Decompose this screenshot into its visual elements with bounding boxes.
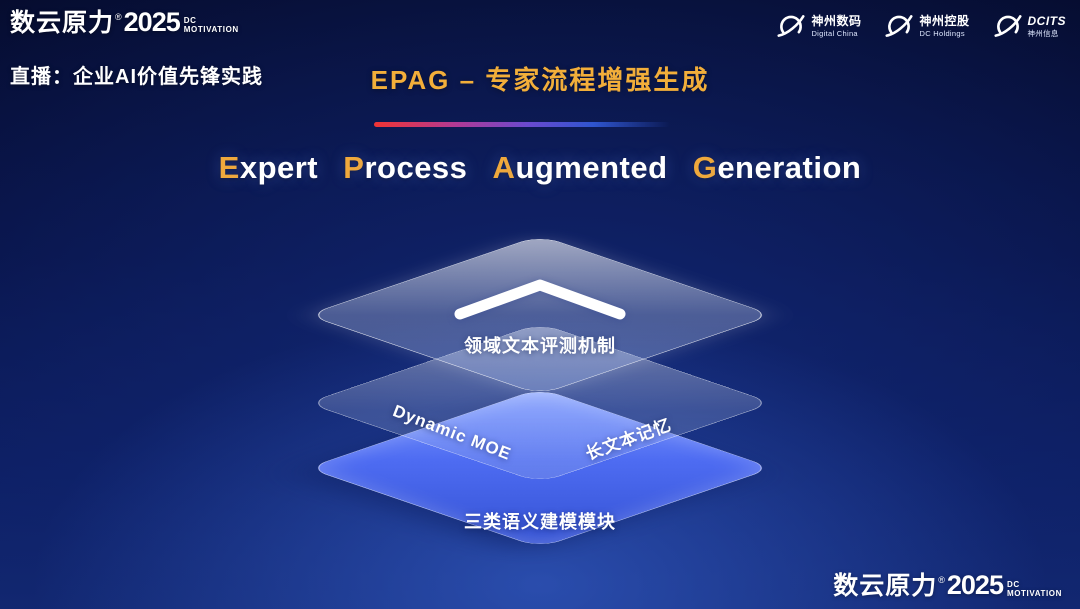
partner-name: 神州控股	[919, 14, 970, 29]
title-initial: E	[218, 150, 240, 185]
brand-sub-line1: DC	[1006, 579, 1020, 589]
brand-name: 数云原力	[833, 572, 938, 600]
orbit-swoosh-icon	[777, 15, 806, 37]
partner-logo-dcits: DCITS 神州信息	[993, 12, 1067, 40]
partner-name: DCITS	[1027, 14, 1066, 29]
title-initial: P	[343, 150, 365, 185]
title-rest: xpert	[239, 150, 319, 185]
brand-subtitle: DC MOTIVATION	[1007, 580, 1062, 598]
partner-subname: 神州信息	[1027, 28, 1059, 38]
brand-logo-bottom-right: 数云原力 ® 2025 DC MOTIVATION	[833, 570, 1062, 601]
brand-sub-line1: DC	[183, 16, 197, 26]
partner-text: 神州数码 Digital China	[811, 14, 861, 37]
title-word: Process	[343, 150, 467, 185]
orbit-swoosh-icon	[993, 15, 1022, 37]
title-rest: eneration	[717, 150, 862, 185]
title-initial: G	[692, 150, 718, 185]
layer-label-evaluation: 领域文本评测机制	[464, 336, 616, 356]
title-rest: ugmented	[515, 150, 668, 185]
brand-name: 数云原力	[10, 8, 115, 37]
brand-subtitle: DC MOTIVATION	[184, 16, 239, 34]
main-title: Expert Process Augmented Generation	[0, 150, 1080, 186]
orbit-swoosh-icon	[885, 15, 914, 37]
brand-sub-line2: MOTIVATION	[1006, 588, 1062, 598]
partner-logo-digital-china: 神州数码 Digital China	[777, 12, 861, 40]
partner-text: 神州控股 DC Holdings	[919, 14, 969, 37]
title-initial: A	[492, 150, 516, 185]
brand-year: 2025	[123, 7, 181, 37]
slide-title: EPAG – 专家流程增强生成	[370, 65, 710, 95]
registered-mark: ®	[938, 575, 945, 585]
title-word: Augmented	[493, 150, 668, 185]
layer-label-semantic-modeling: 三类语义建模模块	[464, 512, 616, 532]
title-rest: rocess	[364, 150, 468, 185]
registered-mark: ®	[115, 11, 122, 22]
partner-subname: Digital China	[811, 28, 858, 38]
partner-logo-dc-holdings: 神州控股 DC Holdings	[885, 12, 969, 40]
brand-sub-line2: MOTIVATION	[183, 25, 239, 35]
partner-text: DCITS 神州信息	[1028, 14, 1067, 37]
title-word: Expert	[219, 150, 319, 185]
partner-logos: 神州数码 Digital China 神州控股 DC Holdings DCIT…	[777, 12, 1066, 40]
gradient-divider	[374, 122, 670, 127]
title-word: Generation	[693, 150, 862, 185]
chevron-up-icon	[454, 279, 626, 320]
partner-subname: DC Holdings	[919, 28, 965, 38]
partner-name: 神州数码	[811, 14, 862, 29]
brand-year: 2025	[946, 570, 1004, 601]
live-stream-subtitle: 直播：企业AI价值先锋实践	[10, 66, 263, 88]
brand-logo-top-left: 数云原力 ® 2025 DC MOTIVATION	[10, 7, 239, 37]
